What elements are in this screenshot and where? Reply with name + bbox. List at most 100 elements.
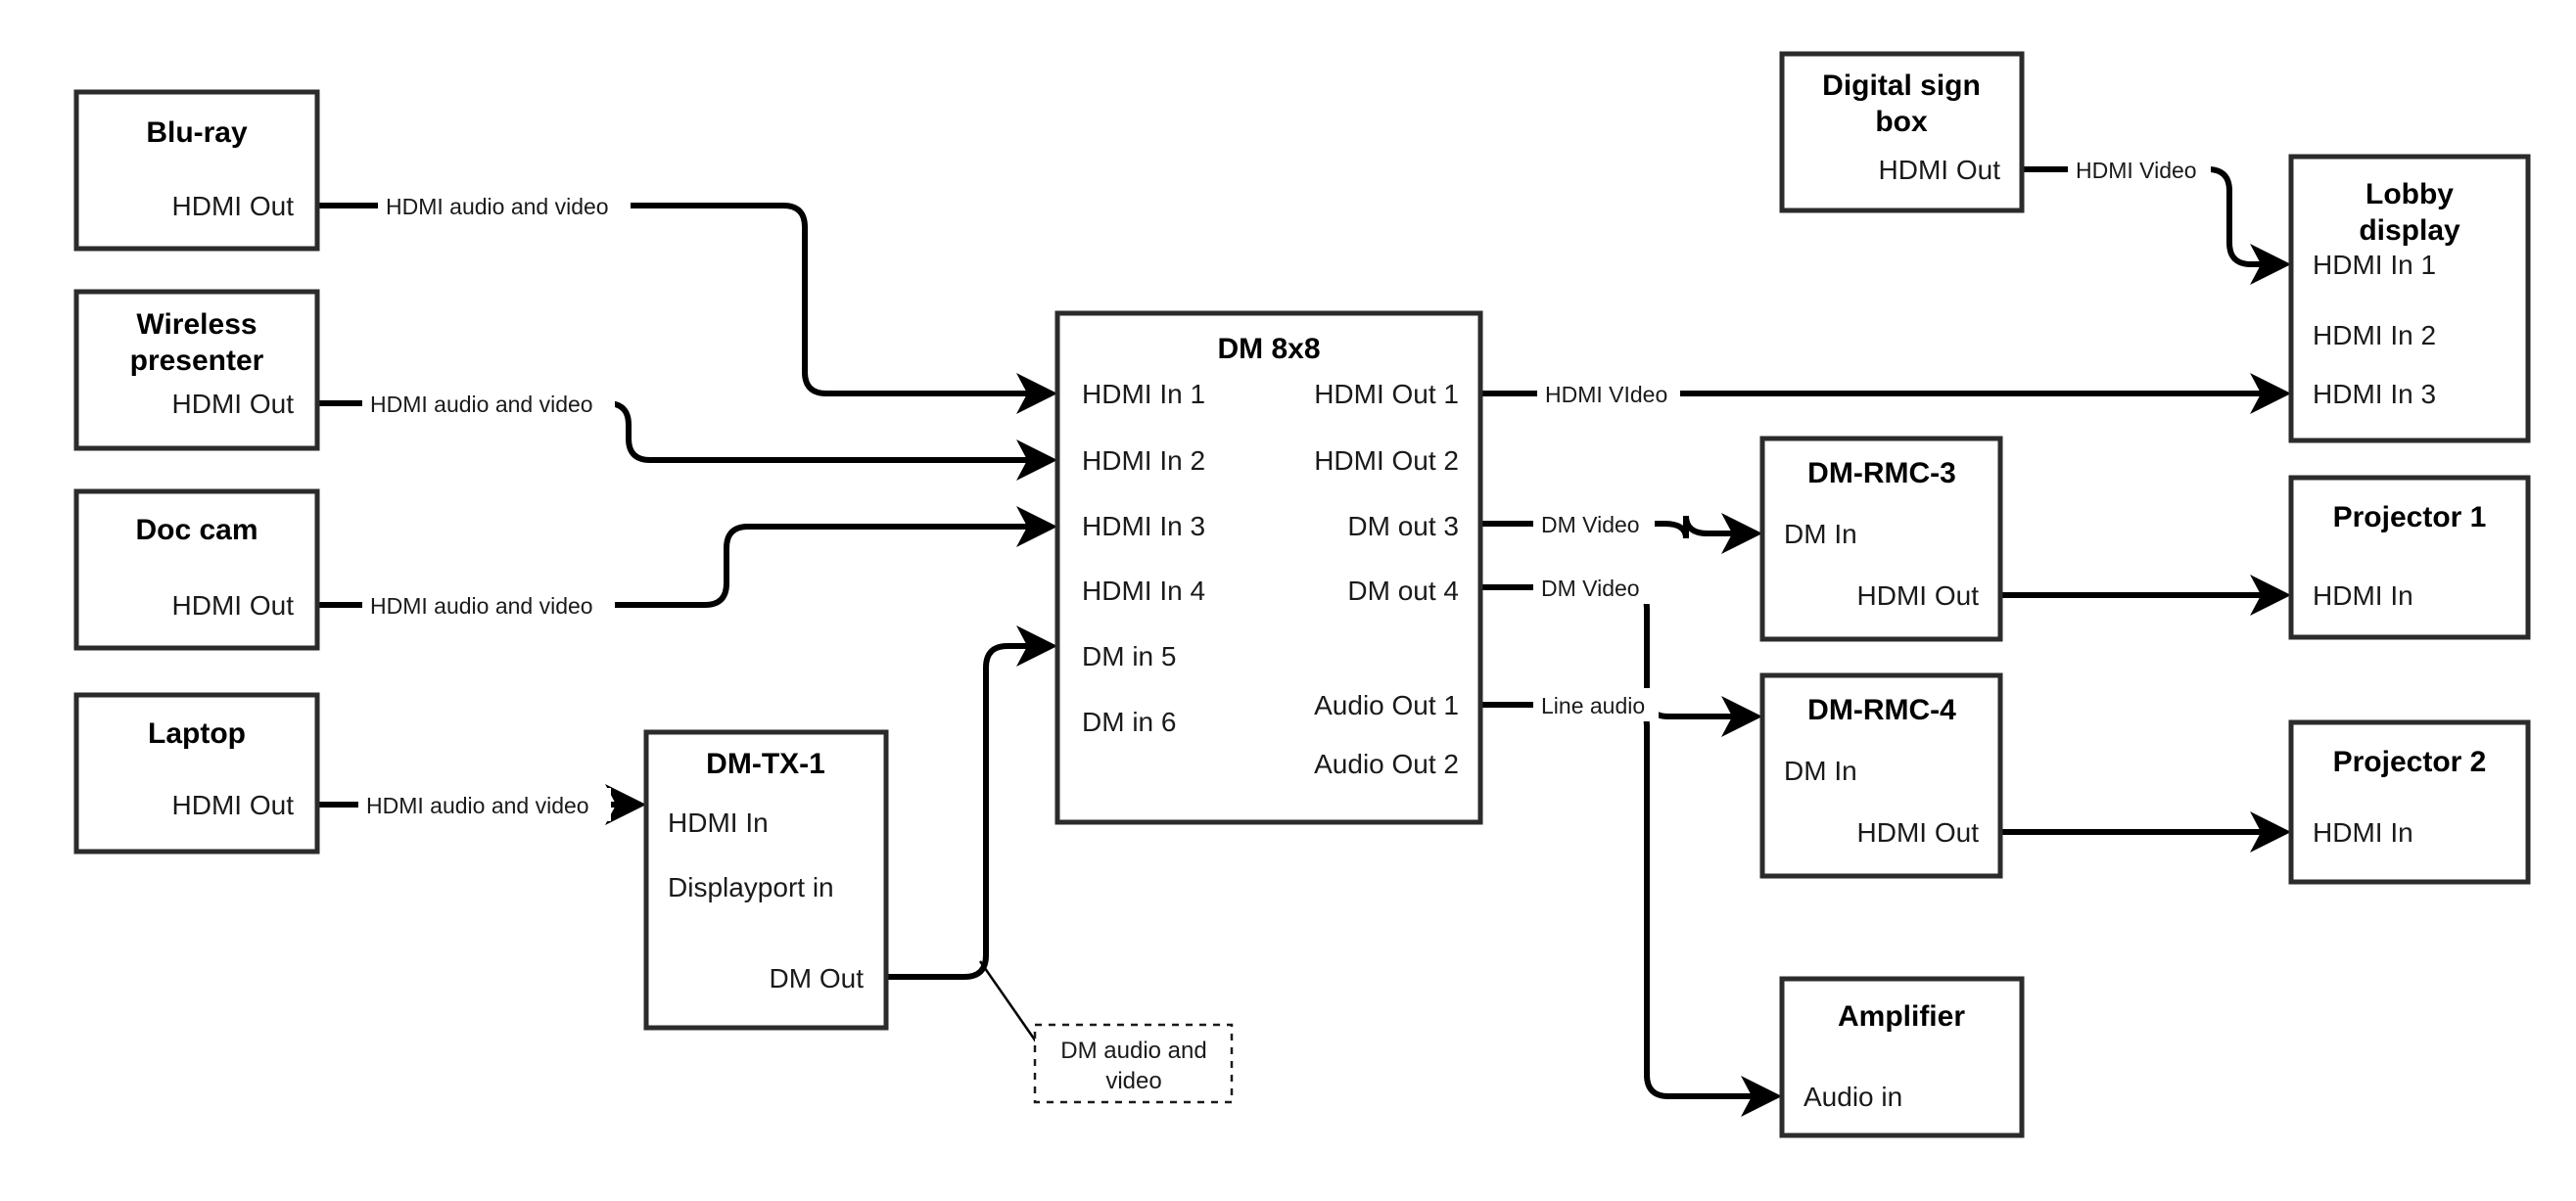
edge-label-hdmiout1-text: HDMI VIdeo	[1545, 382, 1667, 407]
doc-cam-port-hdmi-out: HDMI Out	[172, 590, 295, 621]
wireless-presenter-title-line1: Wireless	[136, 308, 257, 341]
wire-dm8x8-audioout1-to-amplifier	[1480, 702, 1782, 1117]
projector-2-port-hdmi-in: HDMI In	[2313, 817, 2413, 848]
node-digital-sign-box[interactable]: Digital sign box HDMI Out	[1779, 51, 2025, 213]
dm-8x8-input-dm-in-6: DM in 6	[1082, 707, 1176, 737]
amplifier-title: Amplifier	[1838, 1000, 1965, 1033]
node-lobby-display[interactable]: Lobby display HDMI In 1 HDMI In 2 HDMI I…	[2288, 154, 2531, 443]
node-wireless-presenter[interactable]: Wireless presenter HDMI Out	[73, 289, 320, 451]
edge-label-digitalsign-text: HDMI Video	[2076, 158, 2197, 183]
dm-rmc-3-port-dm-in: DM In	[1784, 519, 1857, 549]
dm-rmc-4-box[interactable]	[1759, 672, 2003, 879]
dm-8x8-output-hdmi-out-1: HDMI Out 1	[1314, 379, 1459, 409]
dm-tx-1-port-displayport-in: Displayport in	[668, 872, 834, 902]
bluray-title: Blu-ray	[146, 116, 248, 149]
note-dm-audio-and-video-line1: DM audio and	[1060, 1038, 1206, 1064]
digital-sign-box[interactable]	[1779, 51, 2025, 213]
edge-label-doccam: HDMI audio and video	[362, 588, 615, 622]
projector-1-port-hdmi-in: HDMI In	[2313, 580, 2413, 611]
edge-label-laptop: HDMI audio and video	[358, 788, 611, 821]
dm-8x8-output-audio-out-1: Audio Out 1	[1314, 690, 1459, 720]
digital-sign-title-line1: Digital sign	[1822, 69, 1981, 102]
node-projector-1[interactable]: Projector 1 HDMI In	[2288, 475, 2531, 640]
dm-8x8-output-dm-out-4: DM out 4	[1347, 576, 1459, 606]
lobby-display-title-line2: display	[2359, 214, 2460, 247]
doc-cam-box[interactable]	[73, 488, 320, 651]
edge-label-wireless: HDMI audio and video	[362, 387, 615, 420]
edge-label-digitalsign: HDMI Video	[2068, 153, 2211, 186]
doc-cam-title: Doc cam	[135, 514, 258, 546]
dm-8x8-title: DM 8x8	[1217, 333, 1320, 365]
edge-label-hdmiout1: HDMI VIdeo	[1537, 377, 1680, 410]
edge-label-dmout3-text: DM Video	[1541, 512, 1640, 537]
wire-dmtx1-to-dm8x8	[886, 625, 1057, 980]
laptop-title: Laptop	[148, 717, 246, 750]
dm-8x8-input-hdmi-in-1: HDMI In 1	[1082, 379, 1205, 409]
dm-8x8-output-dm-out-3: DM out 3	[1347, 511, 1459, 541]
dm-tx-1-port-dm-out: DM Out	[770, 963, 865, 993]
dm-8x8-box[interactable]	[1054, 310, 1483, 825]
lobby-display-port-hdmi-in-2: HDMI In 2	[2313, 320, 2436, 350]
dm-8x8-input-hdmi-in-3: HDMI In 3	[1082, 511, 1205, 541]
dm-rmc-4-title: DM-RMC-4	[1807, 694, 1956, 726]
dm-8x8-output-audio-out-2: Audio Out 2	[1314, 749, 1459, 779]
dm-rmc-3-port-hdmi-out: HDMI Out	[1857, 580, 1980, 611]
node-dm-tx-1[interactable]: DM-TX-1 HDMI In Displayport in DM Out	[643, 729, 889, 1031]
lobby-display-port-hdmi-in-3: HDMI In 3	[2313, 379, 2436, 409]
digital-sign-port-hdmi-out: HDMI Out	[1879, 155, 2001, 185]
wireless-presenter-port-hdmi-out: HDMI Out	[172, 389, 295, 419]
laptop-box[interactable]	[73, 692, 320, 855]
projector-1-box[interactable]	[2288, 475, 2531, 640]
dm-8x8-input-hdmi-in-2: HDMI In 2	[1082, 445, 1205, 476]
edge-label-dmout4: DM Video	[1533, 571, 1655, 604]
node-amplifier[interactable]: Amplifier Audio in	[1779, 976, 2025, 1138]
wire-bluray-to-dm8x8	[318, 203, 1057, 414]
dm-8x8-input-dm-in-5: DM in 5	[1082, 641, 1176, 671]
node-dm-rmc-3[interactable]: DM-RMC-3 DM In HDMI Out	[1759, 436, 2003, 642]
projector-1-title: Projector 1	[2333, 501, 2487, 533]
wire-wireless-to-dm8x8	[318, 400, 1057, 481]
edge-label-laptop-text: HDMI audio and video	[366, 793, 589, 818]
amplifier-port-audio-in: Audio in	[1803, 1082, 1902, 1112]
edge-label-bluray-text: HDMI audio and video	[386, 194, 609, 219]
lobby-display-port-hdmi-in-1: HDMI In 1	[2313, 250, 2436, 280]
dm-rmc-4-port-hdmi-out: HDMI Out	[1857, 817, 1980, 848]
leader-dm-audio-video-note	[978, 960, 1038, 1042]
dm-rmc-3-title: DM-RMC-3	[1807, 457, 1956, 489]
wireless-presenter-title-line2: presenter	[130, 345, 264, 377]
node-dm-rmc-4[interactable]: DM-RMC-4 DM In HDMI Out	[1759, 672, 2003, 879]
lobby-display-title-line1: Lobby	[2365, 178, 2454, 210]
node-projector-2[interactable]: Projector 2 HDMI In	[2288, 719, 2531, 885]
lobby-display-box[interactable]	[2288, 154, 2531, 443]
note-dm-audio-and-video-box	[1033, 1023, 1234, 1104]
node-bluray[interactable]: Blu-ray HDMI Out	[73, 89, 320, 252]
note-dm-audio-and-video-line2: video	[1105, 1068, 1161, 1094]
wireless-presenter-box[interactable]	[73, 289, 320, 451]
projector-2-title: Projector 2	[2333, 746, 2487, 778]
dm-rmc-3-box[interactable]	[1759, 436, 2003, 642]
projector-2-box[interactable]	[2288, 719, 2531, 885]
edge-label-dmout4-text: DM Video	[1541, 576, 1640, 601]
dm-tx-1-box[interactable]	[643, 729, 889, 1031]
dm-tx-1-title: DM-TX-1	[706, 748, 825, 780]
node-laptop[interactable]: Laptop HDMI Out	[73, 692, 320, 855]
node-doc-cam[interactable]: Doc cam HDMI Out	[73, 488, 320, 651]
digital-sign-title-line2: box	[1875, 106, 1928, 138]
edge-label-audioout1-text: Line audio	[1541, 693, 1645, 718]
dm-8x8-output-hdmi-out-2: HDMI Out 2	[1314, 445, 1459, 476]
edge-label-dmout3: DM Video	[1533, 507, 1655, 540]
edge-label-audioout1: Line audio	[1533, 688, 1659, 721]
note-dm-audio-and-video: DM audio and video	[1033, 1023, 1234, 1104]
amplifier-box[interactable]	[1779, 976, 2025, 1138]
dm-tx-1-port-hdmi-in: HDMI In	[668, 808, 769, 838]
bluray-port-hdmi-out: HDMI Out	[172, 191, 295, 221]
dm-rmc-4-port-dm-in: DM In	[1784, 756, 1857, 786]
edge-label-doccam-text: HDMI audio and video	[370, 593, 593, 619]
edge-label-bluray: HDMI audio and video	[378, 189, 631, 222]
bluray-box[interactable]	[73, 89, 320, 252]
node-dm-8x8[interactable]: DM 8x8 HDMI In 1 HDMI In 2 HDMI In 3 HDM…	[1054, 310, 1483, 825]
laptop-port-hdmi-out: HDMI Out	[172, 790, 295, 820]
dm-8x8-input-hdmi-in-4: HDMI In 4	[1082, 576, 1205, 606]
wire-dm8x8-dmout3-to-dmrmc3	[1480, 513, 1762, 554]
